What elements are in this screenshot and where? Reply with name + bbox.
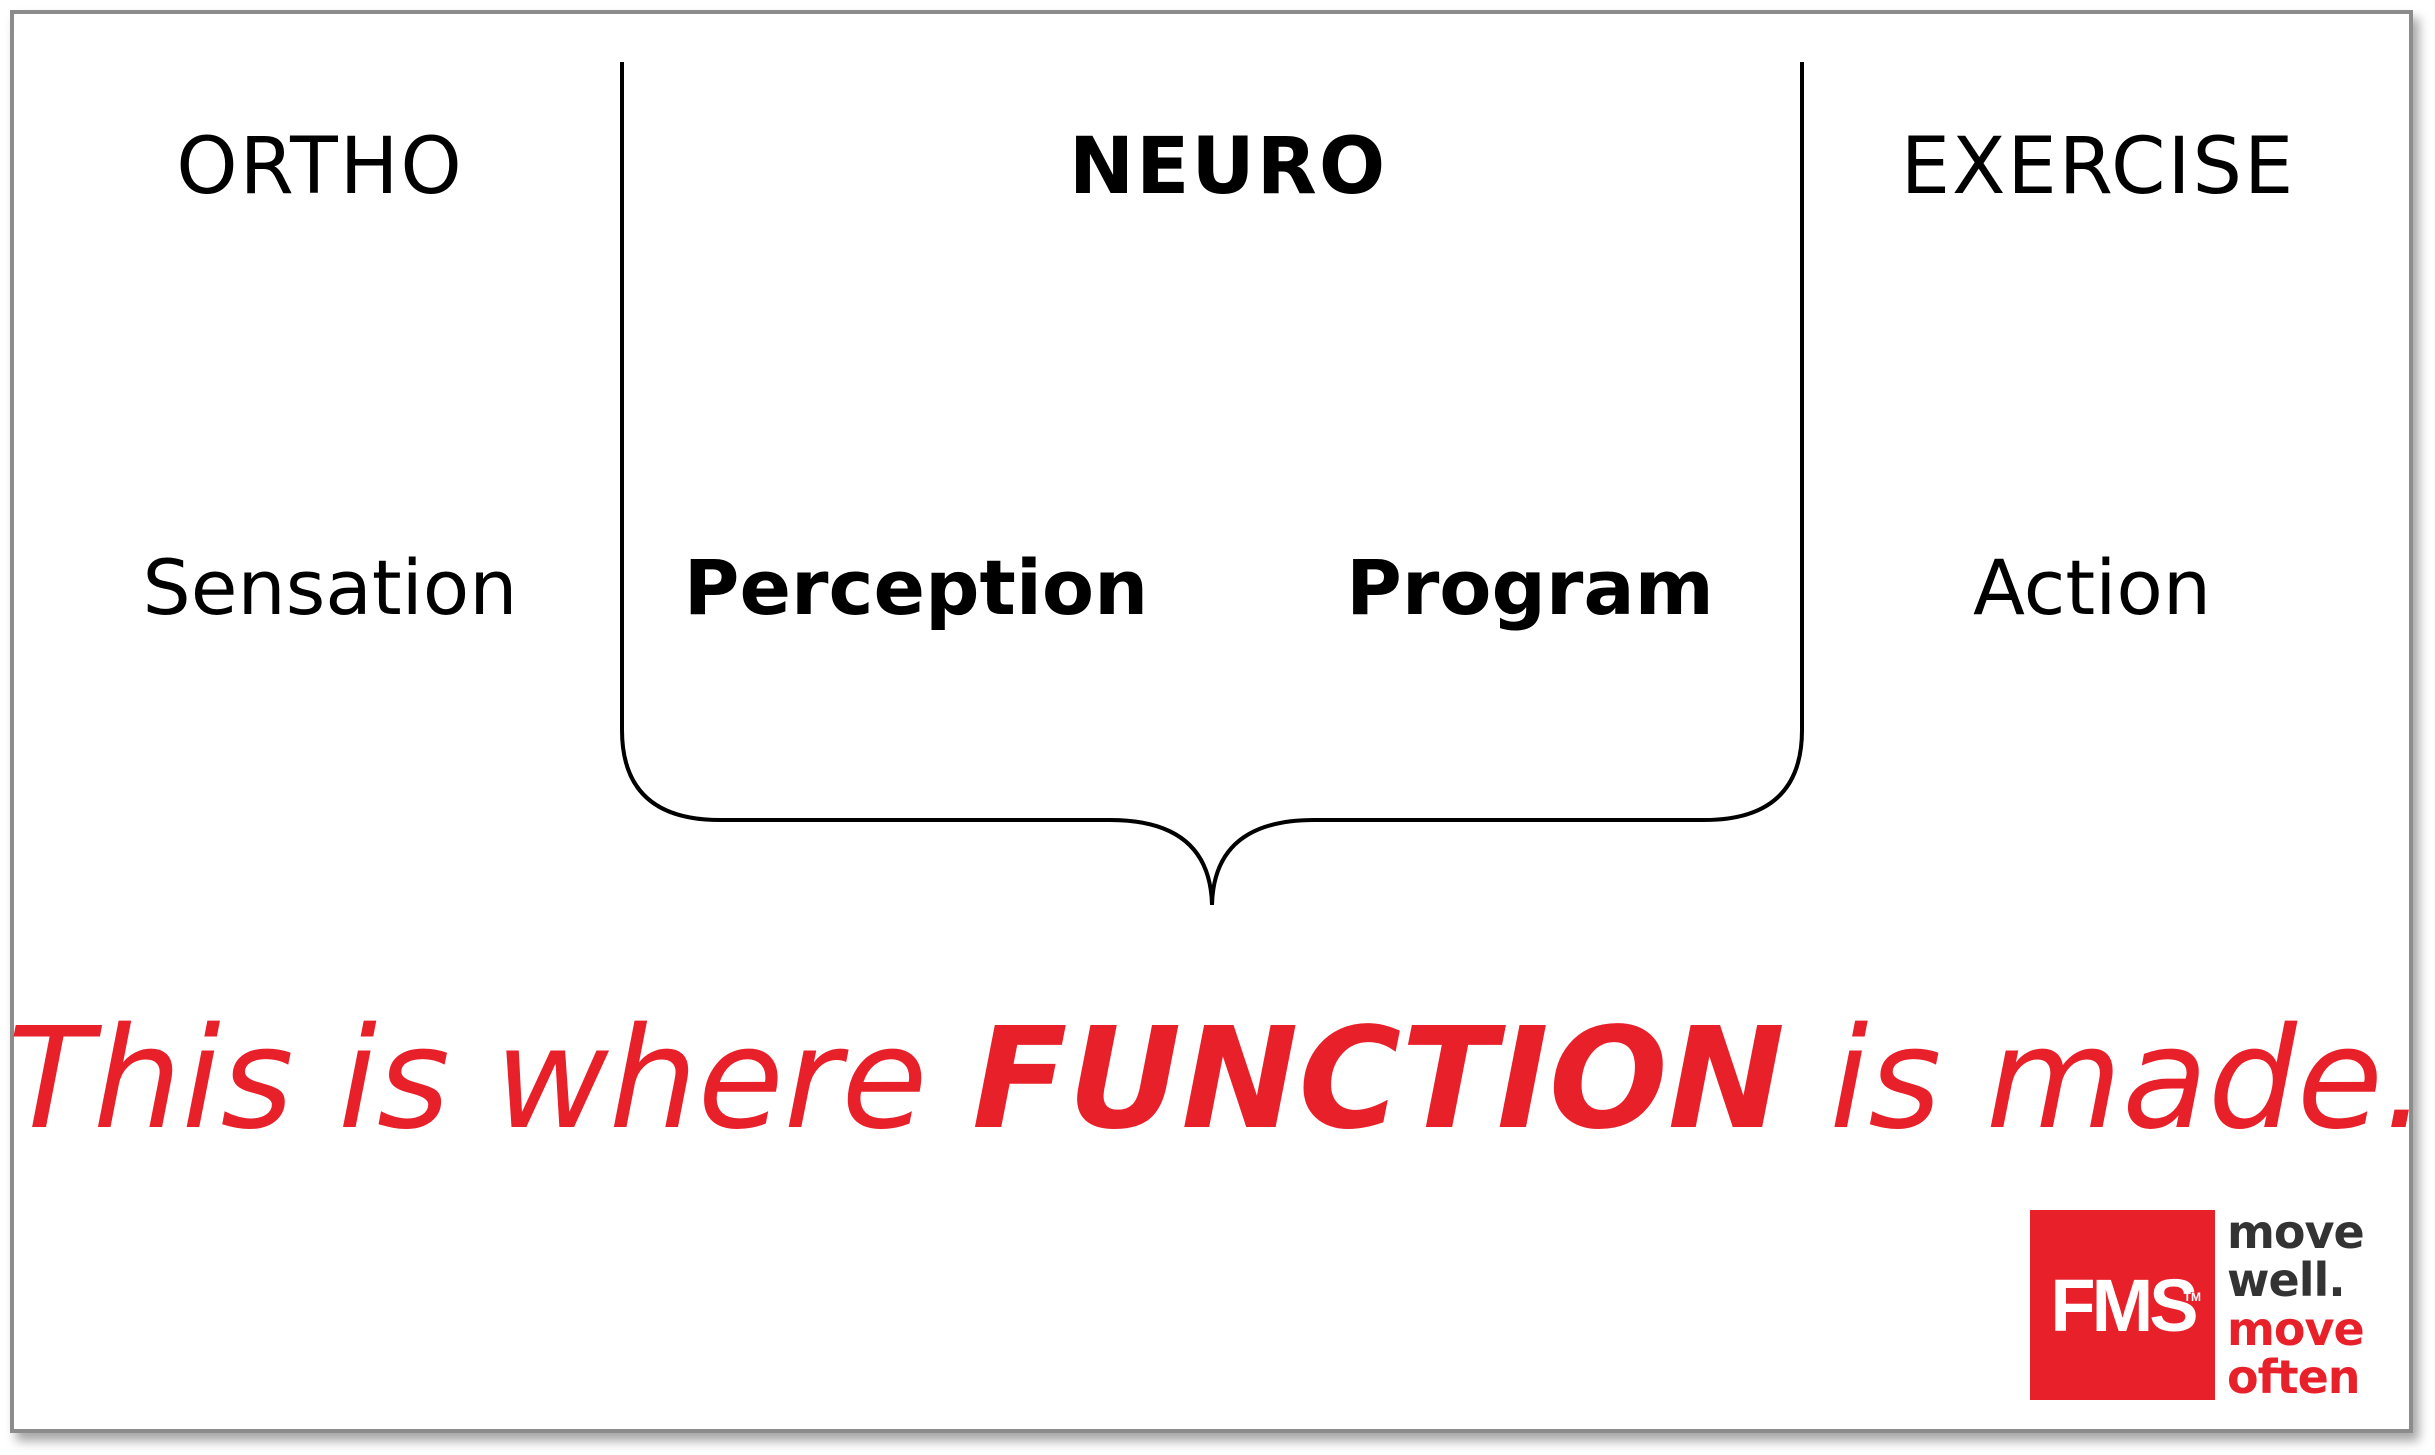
fms-slogan: move well. move often bbox=[2227, 1205, 2365, 1404]
ortho-heading: ORTHO bbox=[176, 122, 464, 212]
tagline-emphasis: FUNCTION bbox=[971, 998, 1785, 1161]
neuro-heading: NEURO bbox=[1068, 122, 1388, 212]
slogan-line-2: well. bbox=[2227, 1253, 2346, 1308]
slogan-line-3: move bbox=[2227, 1301, 2365, 1356]
action-label: Action bbox=[1972, 543, 2212, 632]
sensation-label: Sensation bbox=[142, 543, 518, 632]
fms-logo: FMS TM move well. move often bbox=[2030, 1205, 2365, 1404]
program-label: Program bbox=[1346, 543, 1714, 632]
tagline-after: is made. bbox=[1784, 998, 2428, 1161]
trademark-symbol: TM bbox=[2183, 1290, 2201, 1304]
tagline-before: This is where bbox=[7, 998, 972, 1161]
perception-label: Perception bbox=[683, 543, 1149, 632]
slogan-line-1: move bbox=[2227, 1205, 2365, 1259]
tagline: This is where FUNCTION is made. bbox=[8, 1010, 2428, 1150]
fms-logo-mark: FMS TM bbox=[2030, 1210, 2215, 1400]
slogan-line-4: often bbox=[2227, 1349, 2361, 1404]
fms-logo-letters: FMS bbox=[2050, 1263, 2198, 1347]
exercise-heading: EXERCISE bbox=[1900, 122, 2296, 212]
